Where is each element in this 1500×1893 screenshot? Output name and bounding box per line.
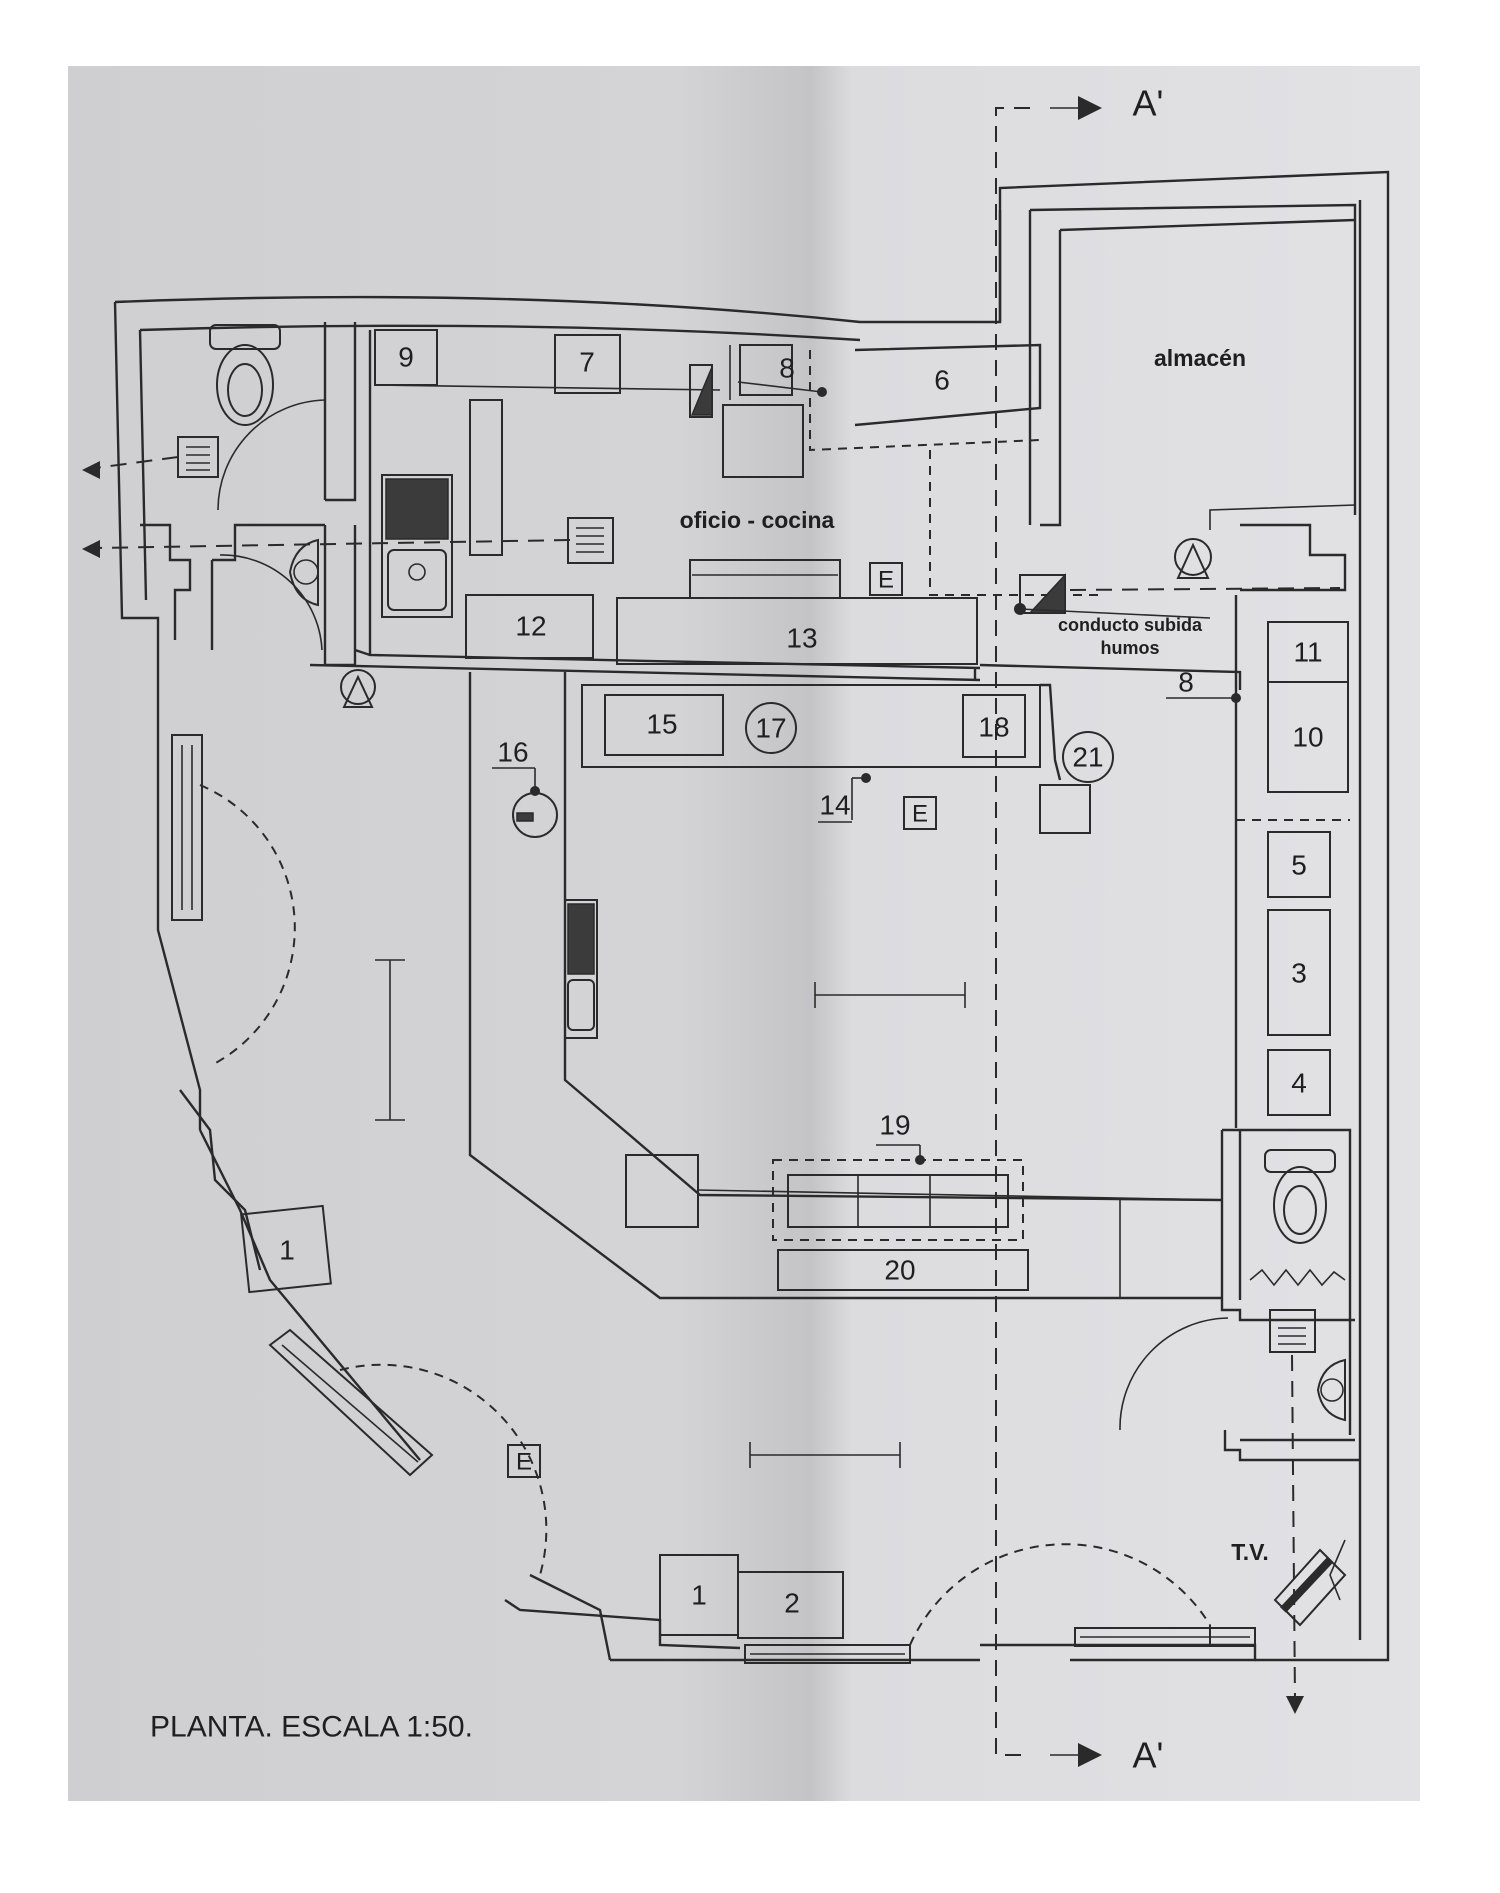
item-16-icon (492, 767, 558, 838)
number-5: 5 (1291, 850, 1307, 881)
bathroom-right (1119, 1128, 1360, 1714)
room-label-kitchen: oficio - cocina (680, 507, 835, 533)
kitchen (309, 329, 1100, 682)
bar-sink-icon (564, 899, 598, 1039)
room-label-storage: almacén (1154, 345, 1246, 371)
number-13: 13 (786, 623, 817, 654)
item-5 (1267, 831, 1331, 898)
tv-icon (1273, 1539, 1347, 1627)
exit-marker-bar: E (912, 801, 928, 828)
lamp-icon (340, 669, 376, 708)
number-20: 20 (884, 1255, 915, 1286)
number-9: 9 (398, 342, 414, 373)
door-swings (199, 784, 1211, 1646)
arrow-down-icon (1286, 1696, 1304, 1714)
number-21: 21 (1072, 742, 1103, 773)
kitchen-sink-icon (381, 474, 453, 618)
lamp-icon (1174, 538, 1212, 579)
toilet-icon (1264, 1149, 1336, 1244)
number-19: 19 (879, 1110, 910, 1141)
item-4 (1267, 1049, 1331, 1116)
arrow-right-icon (1078, 96, 1102, 120)
number-16: 16 (497, 737, 528, 768)
number-11: 11 (1293, 637, 1322, 668)
storage-room (1040, 218, 1356, 592)
number-15: 15 (646, 709, 677, 740)
number-3: 3 (1291, 958, 1307, 989)
number-10: 10 (1292, 722, 1323, 753)
number-4: 4 (1291, 1068, 1307, 1099)
label-tv: T.V. (1231, 1539, 1269, 1565)
label-smoke-duct-1: conducto subida (1058, 615, 1203, 635)
right-shelving (1166, 595, 1350, 1128)
bar-counter (468, 672, 1223, 1300)
number-18: 18 (978, 712, 1009, 743)
number-12: 12 (515, 611, 546, 642)
number-1-left: 1 (279, 1235, 295, 1266)
arrow-right-icon (1078, 1743, 1102, 1767)
smoke-duct (979, 573, 1341, 690)
arrow-left-icon (82, 540, 100, 558)
number-1-front: 1 (691, 1580, 707, 1611)
plan-caption: PLANTA. ESCALA 1:50. (150, 1711, 473, 1744)
item-18 (962, 694, 1026, 758)
number-8-right: 8 (1178, 667, 1194, 698)
item-8 (739, 344, 793, 396)
item-3 (1267, 909, 1331, 1036)
label-smoke-duct-2: humos (1100, 638, 1159, 658)
exit-marker-kitchen: E (878, 567, 894, 594)
item-1-left (240, 1204, 332, 1294)
number-6: 6 (934, 365, 950, 396)
number-14: 14 (819, 790, 850, 821)
item-17 (745, 702, 797, 754)
exit-marker-lounge: E (516, 1449, 532, 1476)
item-10 (1267, 681, 1349, 793)
washbasin-icon (1316, 1358, 1346, 1422)
item-7 (554, 334, 621, 394)
number-7: 7 (579, 347, 595, 378)
labels: A' A' oficio - cocina almacén conducto s… (150, 83, 1324, 1776)
item-9 (374, 329, 438, 386)
number-17: 17 (755, 713, 786, 744)
vent-grille-icon (567, 517, 614, 564)
item-15 (604, 694, 724, 756)
item-12 (465, 594, 594, 659)
arrow-left-icon (82, 461, 100, 479)
section-line (995, 96, 1102, 1767)
item-21 (1062, 731, 1114, 783)
section-label-bottom: A' (1133, 1735, 1164, 1776)
number-8-kitchen: 8 (779, 353, 795, 384)
item-20 (777, 1249, 1029, 1291)
paper-sheet (68, 66, 1420, 1801)
dimension-marks (375, 959, 966, 1468)
bathroom-left (82, 322, 571, 667)
section-label-top: A' (1133, 83, 1164, 124)
item-2 (737, 1571, 844, 1639)
windows (171, 734, 1256, 1664)
vent-grille-icon (177, 436, 219, 478)
toilet-icon (209, 324, 281, 426)
washbasin-icon (288, 538, 319, 607)
number-2: 2 (784, 1588, 800, 1619)
vent-grille-icon (1269, 1309, 1316, 1353)
exit-markers (507, 562, 937, 1478)
